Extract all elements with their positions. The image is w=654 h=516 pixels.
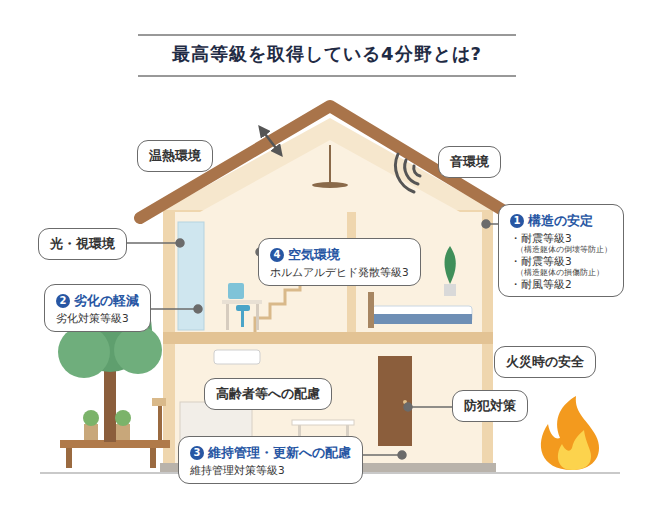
- illustration-rect: [178, 222, 204, 330]
- illustration-rect: [175, 344, 482, 464]
- box-heading: 空気環境: [288, 247, 340, 262]
- illustration-circle: [482, 220, 490, 228]
- illustration-polygon: [200, 140, 460, 212]
- illustration-rect: [163, 332, 493, 344]
- illustration-circle: [404, 403, 412, 411]
- callout-number: 1: [510, 214, 524, 228]
- box-text: ・耐震等級3: [510, 231, 612, 245]
- illustration-g: [395, 154, 420, 192]
- illustration-rect: [241, 311, 244, 327]
- heading-row: 3 維持管理・更新への配慮: [190, 442, 351, 463]
- illustration-path: [445, 246, 456, 284]
- illustration-rect: [66, 448, 72, 468]
- illustration-rect: [378, 356, 412, 446]
- box-text: ・耐震等級3: [510, 254, 612, 268]
- heading-row: 2 劣化の軽減: [56, 290, 139, 311]
- box-label: 防犯対策: [464, 396, 516, 416]
- box-text: 維持管理対策等級3: [190, 463, 351, 478]
- heading-row: 4 空気環境: [270, 244, 409, 265]
- illustration-rect: [444, 284, 456, 296]
- illustration-path: [558, 430, 591, 470]
- illustration-rect: [150, 448, 156, 468]
- callout-number: 2: [56, 294, 70, 308]
- illustration-rect: [292, 420, 354, 425]
- illustration-circle: [115, 410, 131, 426]
- callout-box: 4 空気環境ホルムアルデヒド発散等級3: [258, 238, 421, 286]
- illustration-circle: [58, 326, 110, 378]
- illustration-rect: [228, 283, 244, 299]
- callout-box: 2 劣化の軽減劣化対策等級3: [44, 284, 151, 332]
- box-text: ・耐風等級2: [510, 277, 612, 291]
- illustration-rect: [104, 360, 116, 442]
- heading-row: 1 構造の安定: [510, 210, 612, 231]
- illustration-rect: [116, 424, 130, 440]
- box-text: 劣化対策等級3: [56, 311, 139, 326]
- title: 最高等級を取得している4分野とは?: [0, 42, 654, 66]
- illustration-path: [541, 396, 599, 470]
- illustration-line: [138, 76, 516, 77]
- illustration-path: [395, 154, 414, 192]
- illustration-rect: [222, 300, 262, 304]
- illustration-line: [138, 35, 516, 36]
- illustration-rect: [214, 350, 260, 364]
- illustration-circle: [194, 305, 202, 313]
- illustration-circle: [114, 326, 162, 374]
- illustration-rect: [163, 198, 493, 470]
- illustration-rect: [256, 304, 259, 330]
- box-label: 高齢者等への配慮: [216, 384, 320, 404]
- illustration-polyline: [140, 106, 516, 218]
- illustration-rect: [84, 424, 98, 440]
- box-label: 温熱環境: [149, 146, 201, 166]
- illustration-line: [329, 145, 331, 183]
- callout-box: 高齢者等への配慮: [204, 378, 332, 410]
- callout-box: 防犯対策: [452, 390, 528, 422]
- illustration-path: [414, 166, 420, 176]
- illustration-circle: [398, 451, 406, 459]
- illustration-rect: [226, 304, 229, 330]
- callout-box: 1構造の安定・耐震等級3（構造躯体の倒壊等防止）・耐震等級3（構造躯体の損傷防止…: [498, 204, 624, 297]
- note-text: （構造躯体の倒壊等防止）: [510, 245, 612, 254]
- illustration-line: [262, 130, 279, 152]
- box-text: ホルムアルデヒド発散等級3: [270, 265, 409, 280]
- illustration-circle: [83, 410, 99, 426]
- illustration-rect: [372, 314, 472, 324]
- box-label: 火災時の安全: [506, 352, 584, 372]
- box-label: 音環境: [450, 152, 489, 172]
- callout-box: 音環境: [438, 146, 501, 178]
- callout-box: 温熱環境: [137, 140, 213, 172]
- illustration-g: [90, 220, 560, 459]
- callout-number: 3: [190, 446, 204, 460]
- illustration-path: [405, 160, 418, 184]
- callout-box: 3 維持管理・更新への配慮維持管理対策等級3: [178, 436, 363, 484]
- callout-box: 火災時の安全: [494, 346, 596, 378]
- box-heading: 維持管理・更新への配慮: [208, 445, 351, 460]
- illustration-rect: [236, 305, 250, 311]
- box-label: 光・視環境: [50, 234, 115, 254]
- illustration-ellipse: [312, 182, 348, 188]
- illustration-circle: [176, 239, 184, 247]
- box-heading: 劣化の軽減: [74, 293, 139, 308]
- callout-number: 4: [270, 248, 284, 262]
- illustration-rect: [368, 292, 374, 328]
- note-text: （構造躯体の損傷防止）: [510, 268, 612, 277]
- illustration-rect: [158, 402, 162, 440]
- callout-box: 光・視環境: [38, 228, 127, 260]
- illustration-rect: [152, 398, 166, 406]
- box-heading: 構造の安定: [528, 213, 593, 228]
